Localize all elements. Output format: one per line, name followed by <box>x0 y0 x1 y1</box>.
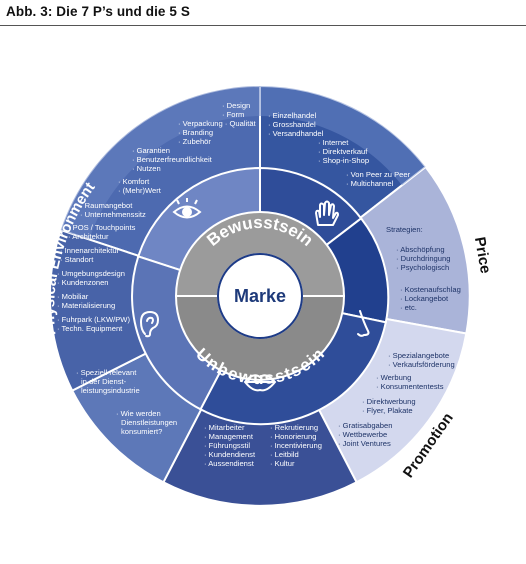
place-label: Place <box>358 83 401 115</box>
center-circle <box>217 253 303 339</box>
promotion-item: · Werbung <box>376 373 411 382</box>
hand-icon <box>315 200 339 226</box>
people-item: · Honorierung <box>270 432 316 441</box>
promotion-item: · Direktwerbung <box>362 397 416 406</box>
physical-item: · POS / Touchpoints <box>68 223 136 232</box>
process-item: in der Dienst- <box>81 377 127 386</box>
place-item: · Einzelhandel <box>268 111 316 120</box>
product-item: · Nutzen <box>132 164 161 173</box>
physical-item: · Fuhrpark (LKW/PW) <box>57 315 130 324</box>
product-item: · Zubehör <box>178 137 211 146</box>
seven-ps-five-s-diagram: Bewusstsein Unbewusstsein Marke Product … <box>41 83 494 532</box>
promotion-item: · Wettbewerbe <box>338 430 387 439</box>
product-item: · Branding <box>178 128 213 137</box>
product-item: · Benutzerfreundlichkeit <box>132 155 213 164</box>
process-item: Dienstleistungen <box>121 418 177 427</box>
people-item: · Mitarbeiter <box>204 423 245 432</box>
mouth-icon <box>243 374 277 392</box>
price-item: Strategien: <box>386 225 423 234</box>
physical-item: · Kundenzonen <box>57 278 109 287</box>
place-item: · Internet <box>318 138 349 147</box>
price-item: · Lockangebot <box>400 294 449 303</box>
place-item: · Versandhandel <box>268 129 324 138</box>
physical-item: · Techn. Equipment <box>57 324 123 333</box>
promotion-item: · Joint Ventures <box>338 439 391 448</box>
title-rule <box>0 25 526 26</box>
people-label: People <box>239 515 288 532</box>
product-item: · (Mehr)Wert <box>118 186 162 195</box>
process-item: · Speziell relevant <box>76 368 137 377</box>
product-item: · Form <box>222 110 244 119</box>
people-item: · Aussendienst <box>204 459 255 468</box>
promotion-item: · Flyer, Plakate <box>362 406 413 415</box>
price-item: · etc. <box>400 303 417 312</box>
product-item: · Garantien <box>132 146 170 155</box>
place-item: · Grosshandel <box>268 120 316 129</box>
promotion-item: · Konsumententests <box>376 382 444 391</box>
physical-item: · Mobiliar <box>57 292 89 301</box>
people-item: · Rekrutierung <box>270 423 318 432</box>
label-band-place <box>260 86 426 186</box>
promotion-item: · Spezialangebote <box>388 351 449 360</box>
people-item: · Kundendienst <box>204 450 256 459</box>
physical-item: · Architektur <box>68 232 109 241</box>
physical-item: · Materialisierung <box>57 301 115 310</box>
price-item: · Psychologisch <box>396 263 449 272</box>
product-item: · Verpackung · Qualität <box>178 119 257 128</box>
price-label: Price <box>471 236 494 275</box>
process-item: · Wie werden <box>116 409 161 418</box>
promotion-item: · Gratisabgaben <box>338 421 392 430</box>
product-item: · Komfort <box>118 177 150 186</box>
people-item: · Management <box>204 432 254 441</box>
ear-icon <box>139 310 160 338</box>
process-item: leistungsindustrie <box>81 386 140 395</box>
people-item: · Leitbild <box>270 450 299 459</box>
people-item: · Kultur <box>270 459 295 468</box>
place-item: · Von Peer zu Peer <box>346 170 411 179</box>
place-item: · Shop-in-Shop <box>318 156 369 165</box>
price-item: · Durchdringung <box>396 254 450 263</box>
label-band-product <box>60 86 261 240</box>
people-item: · Incentivierung <box>270 441 322 450</box>
promotion-item: · Verkaufsförderung <box>388 360 455 369</box>
place-item: · Multichannel <box>346 179 394 188</box>
physical-item: · Raumangebot <box>80 201 133 210</box>
people-item: · Führungsstil <box>204 441 250 450</box>
figure-title: Abb. 3: Die 7 P’s und die 5 S <box>6 4 190 19</box>
place-item: · Direktverkauf <box>318 147 368 156</box>
price-item: · Kostenaufschlag <box>400 285 461 294</box>
process-item: konsumiert? <box>121 427 162 436</box>
price-item: · Abschöpfung <box>396 245 445 254</box>
product-item: · Design <box>222 101 250 110</box>
physical-item: · Unternehmenssitz <box>80 210 146 219</box>
physical-item: · Standort <box>60 255 94 264</box>
physical-item: · Umgebungsdesign <box>57 269 125 278</box>
nose-icon <box>357 310 370 337</box>
eye-icon <box>172 198 202 219</box>
center-label: Marke <box>234 286 286 306</box>
physical-item: · Innenarchitektur <box>60 246 120 255</box>
